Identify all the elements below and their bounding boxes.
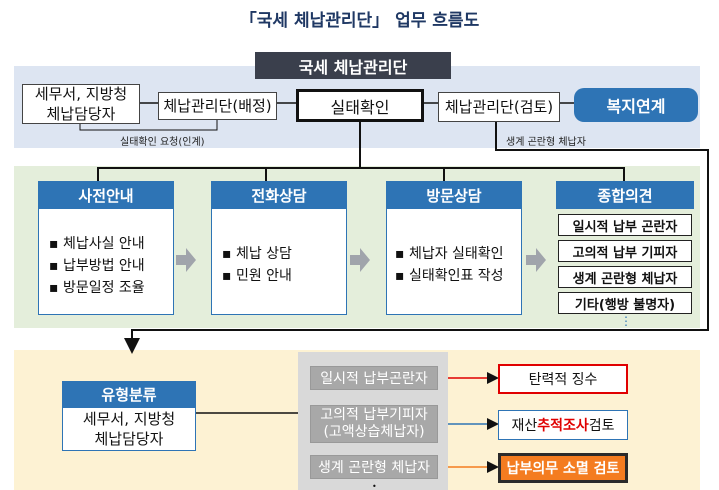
result-asset-emphasis: 추적조사 [537, 418, 589, 434]
classify-line2: 체납담당자 [94, 430, 164, 448]
page-title: 「국세 체납관리단」 업무 흐름도 [239, 11, 480, 31]
result-asset-post: 검토 [588, 418, 615, 434]
stage-1-item: 방문일정 조율 [49, 277, 173, 299]
type-deliberate: 고의적 납부기피자 (고액상습체납자) [310, 405, 438, 443]
classify-owner-box: 세무서, 지방청 체납담당자 [62, 407, 196, 451]
opinion-title: 종합의견 [556, 181, 694, 209]
assign-box: 체납관리단(배정) [158, 92, 277, 120]
stage-3-list: 체납자 실태확인 실태확인표 작성 [386, 209, 522, 315]
request-line [79, 120, 218, 131]
stage-2-title: 전화상담 [211, 181, 347, 209]
stage-1-item: 납부방법 안내 [49, 255, 173, 277]
result-obligation-extinction: 납부의무 소멸 검토 [498, 453, 628, 483]
arrow-2-3 [350, 248, 370, 272]
stage-1-list: 체납사실 안내 납부방법 안내 방문일정 조율 [38, 209, 174, 315]
type-deliberate-line2: (고액상습체납자) [323, 424, 425, 440]
more-indicator: ⋮ [620, 314, 632, 328]
tax-office-box: 세무서, 지방청 체납담당자 [22, 84, 140, 124]
opinion-item: 고의적 납부 기피자 [558, 240, 692, 262]
stage-2-item: 체납 상담 [222, 243, 346, 265]
field-check-box: 실태확인 [296, 89, 424, 122]
stage-3-item: 실태확인표 작성 [395, 265, 521, 287]
type-livelihood: 생계 곤란형 체납자 [310, 455, 438, 479]
result-asset-trace: 재산 추적조사 검토 [498, 410, 628, 440]
tax-office-line2: 체납담당자 [46, 105, 116, 123]
tax-office-line1: 세무서, 지방청 [34, 85, 128, 103]
return-path [124, 122, 709, 354]
unit-header: 국세 체납관리단 [255, 52, 451, 79]
stage-3-item: 체납자 실태확인 [395, 243, 521, 265]
stage-2-item: 민원 안내 [222, 265, 346, 287]
result-asset-pre: 재산 [511, 418, 538, 434]
arrow-3-4 [526, 248, 546, 272]
types-more-dot: • [372, 482, 377, 490]
arrow-1-2 [176, 248, 196, 272]
result-flexible-collection: 탄력적 징수 [498, 364, 628, 394]
stage-3-title: 방문상담 [386, 181, 522, 209]
stage-bus [97, 167, 625, 181]
stage-1-title: 사전안내 [38, 181, 174, 209]
welfare-box: 복지연계 [574, 88, 698, 122]
classify-line1: 세무서, 지방청 [82, 410, 176, 428]
welfare-note: 생계 곤란형 체납자 [506, 137, 586, 148]
opinion-item: 기타(행방 불명자) [558, 292, 692, 314]
stage-2-list: 체납 상담 민원 안내 [211, 209, 347, 315]
stage-1-item: 체납사실 안내 [49, 233, 173, 255]
opinion-item: 생계 곤란형 체납자 [558, 266, 692, 288]
request-note: 실태확인 요청(인계) [120, 137, 205, 148]
opinion-item: 일시적 납부 곤란자 [558, 214, 692, 236]
type-deliberate-line1: 고의적 납부기피자 [320, 407, 428, 423]
type-temporary: 일시적 납부곤란자 [310, 366, 438, 390]
classify-title: 유형분류 [62, 381, 196, 407]
review-box: 체납관리단(검토) [438, 92, 560, 122]
